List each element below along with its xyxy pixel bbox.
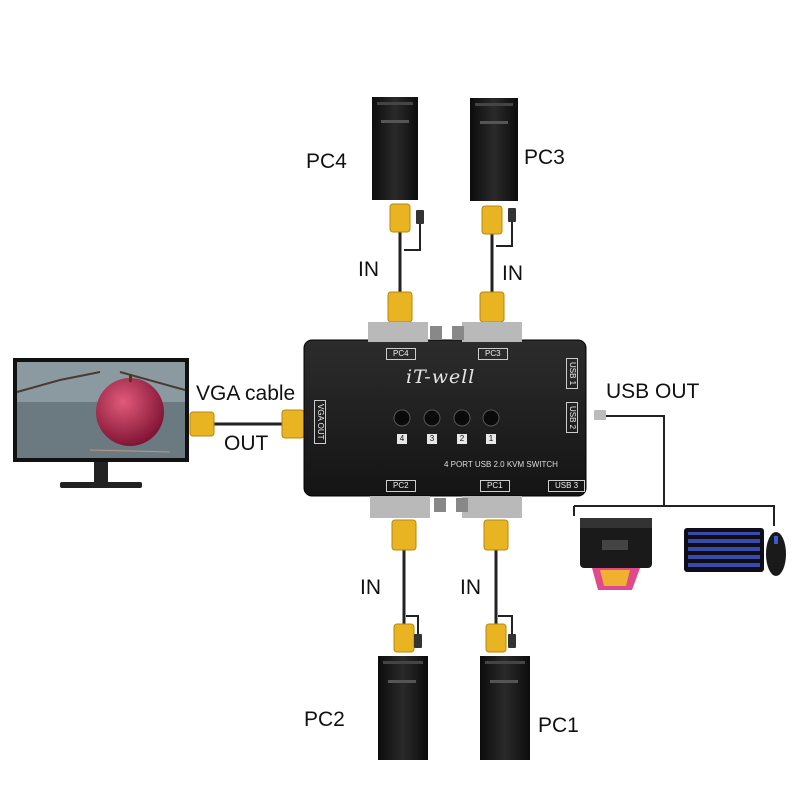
in-label-pc3: IN <box>502 262 523 285</box>
in-label-pc4: IN <box>358 258 379 281</box>
pc1-tower <box>480 656 530 760</box>
vga-connector-monitor <box>189 411 215 437</box>
vga-connector-pc3-switch <box>479 291 505 323</box>
keyboard <box>684 528 764 572</box>
kvm-switch-body <box>303 322 587 518</box>
vga-connector-pc1-bottom <box>485 623 507 653</box>
pc4-label: PC4 <box>306 150 347 173</box>
pc2-label: PC2 <box>304 708 345 731</box>
vga-connector-pc1-switch <box>483 519 509 551</box>
vga-connectors <box>189 203 509 653</box>
pc3-label: PC3 <box>524 146 565 169</box>
pc2-tower <box>378 656 428 760</box>
button-number-3: 3 <box>427 434 437 444</box>
select-button-1[interactable] <box>482 409 500 427</box>
printer <box>580 518 652 590</box>
vga-connector-out <box>281 409 305 439</box>
usb-cable-pc3 <box>496 222 513 247</box>
pc1-label: PC1 <box>538 714 579 737</box>
in-label-pc2: IN <box>360 576 381 599</box>
port-tag-usb3: USB 3 <box>548 480 586 492</box>
button-number-2: 2 <box>457 434 467 444</box>
port-tag-pc3: PC3 <box>478 348 508 360</box>
in-label-pc1: IN <box>460 576 481 599</box>
usb-cable-pc2 <box>406 615 419 638</box>
monitor <box>13 358 189 488</box>
usb-out-label: USB OUT <box>606 380 700 403</box>
usb-plugs <box>414 208 606 648</box>
port-tag-pc4: PC4 <box>386 348 416 360</box>
vga-cable-label: VGA cable <box>196 382 296 405</box>
select-button-2[interactable] <box>453 409 471 427</box>
usb-cable-pc4 <box>404 222 421 251</box>
vga-connector-pc4-switch <box>387 291 413 323</box>
out-label: OUT <box>224 432 269 455</box>
port-tag-pc1: PC1 <box>480 480 510 492</box>
vga-connector-pc2-switch <box>391 519 417 551</box>
vga-connector-pc4-top <box>389 203 411 233</box>
mouse <box>766 532 786 576</box>
pc4-tower <box>372 97 418 200</box>
usb-out-cable <box>604 415 665 506</box>
button-number-1: 1 <box>486 434 496 444</box>
kvm-model: 4 PORT USB 2.0 KVM SWITCH <box>444 460 558 469</box>
vga-connector-pc3-top <box>481 205 503 235</box>
vga-connector-pc2-bottom <box>393 623 415 653</box>
usb-cable-pc1 <box>498 615 513 638</box>
port-tag-usb2: USB 2 <box>566 402 578 434</box>
cables <box>212 222 775 638</box>
kvm-brand: iT-well <box>406 366 476 388</box>
port-tag-pc2: PC2 <box>386 480 416 492</box>
port-tag-usb1: USB 1 <box>566 358 578 390</box>
select-button-3[interactable] <box>423 409 441 427</box>
select-button-4[interactable] <box>393 409 411 427</box>
port-tag-vga-out: VGA OUT <box>314 400 326 444</box>
pc3-tower <box>470 98 518 201</box>
usb-peripheral-cable <box>574 505 775 526</box>
button-number-4: 4 <box>397 434 407 444</box>
apple-image <box>96 378 164 446</box>
